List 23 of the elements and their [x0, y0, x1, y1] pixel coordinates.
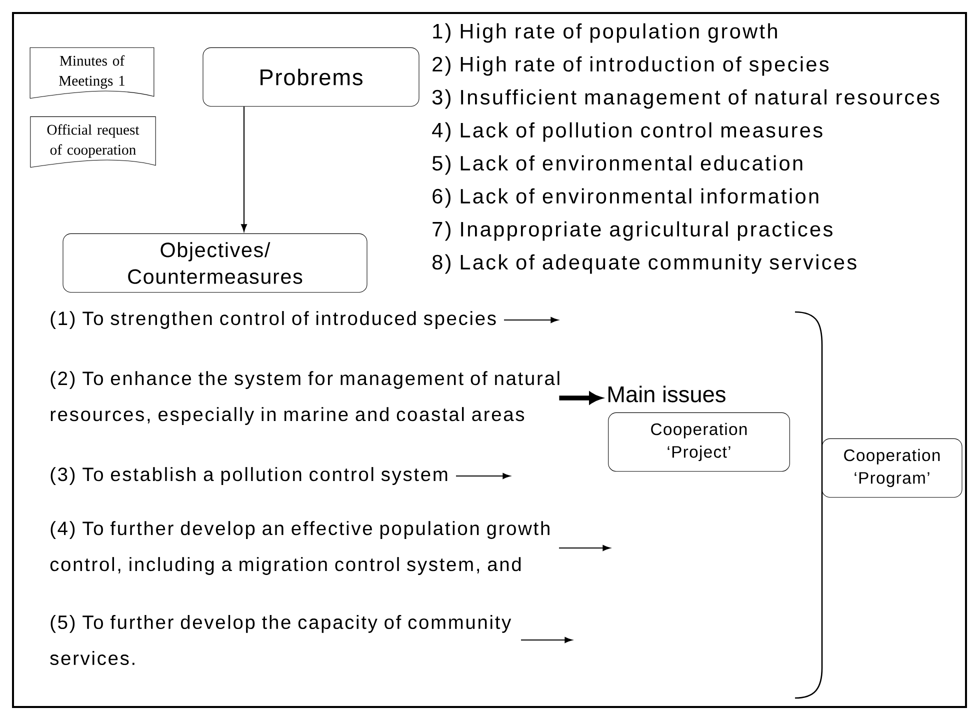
arrow — [504, 317, 558, 323]
arrow — [521, 637, 572, 643]
objective-text: (5) To further develop the capacity of community services. — [50, 614, 512, 666]
problem-text: 4) Lack of pollution control measures — [432, 122, 822, 142]
objective-text: (4) To further develop an effective population growth control, including a migration control system, and — [50, 521, 550, 575]
document-box: Official request of cooperation — [30, 116, 156, 168]
arrow — [559, 545, 610, 551]
objective-text: (3) To establish a pollution control system — [50, 467, 448, 485]
process-box: Objectives/ Countermeasures — [62, 233, 368, 293]
problem-text: 8) Lack of adequate community services — [432, 254, 856, 274]
process-box: Cooperation ‘Project’ — [608, 412, 790, 472]
objective-text: (2) To enhance the system for management of natural resources, especially in marine and coastal areas — [50, 371, 560, 425]
problem-text: 6) Lack of environmental information — [432, 188, 818, 208]
heading-text: Main issues — [608, 386, 726, 402]
problem-text: 5) Lack of environmental education — [432, 155, 802, 175]
problem-text: 7) Inappropriate agricultural practices — [432, 221, 832, 241]
process-box: Probrems — [202, 47, 420, 107]
arrow — [456, 473, 510, 479]
document-box: Minutes of Meetings 1 — [30, 47, 154, 99]
objective-text: (1) To strengthen control of introduced species — [50, 311, 496, 329]
process-box: Cooperation ‘Program’ — [822, 438, 962, 498]
arrow — [241, 106, 247, 232]
problem-text: 1) High rate of population growth — [433, 23, 777, 43]
